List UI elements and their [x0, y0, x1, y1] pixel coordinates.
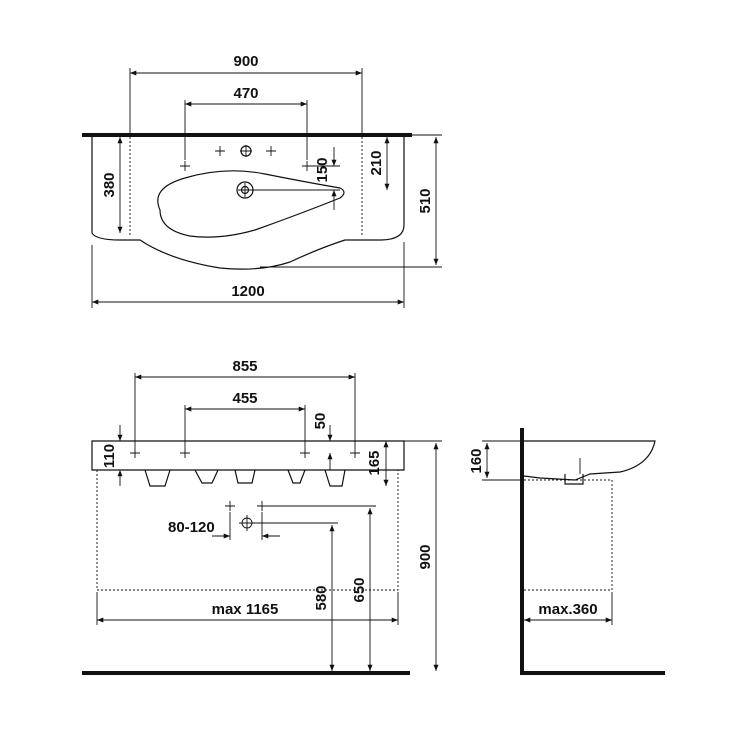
plan-bowl — [157, 170, 345, 238]
front-waste-marks — [225, 501, 267, 531]
side-dim-160-label: 160 — [468, 448, 485, 473]
plan-dim-470-label: 470 — [233, 85, 258, 102]
plan-dim-510-label: 510 — [417, 188, 434, 213]
side-basin-profile — [523, 440, 656, 481]
plan-dim-900-label: 900 — [233, 53, 258, 70]
front-cabinet-outline — [96, 470, 399, 591]
front-dim-165-label: 165 — [366, 450, 383, 475]
plan-dim-210-label: 210 — [368, 150, 385, 175]
front-view: 855 455 50 110 165 80-120 580 650 900 — [82, 358, 442, 675]
front-dim-1165-label: max 1165 — [212, 601, 279, 618]
front-dim-580-label: 580 — [313, 585, 330, 610]
plan-dim-1200-label: 1200 — [231, 283, 264, 300]
front-dim-650-label: 650 — [351, 577, 368, 602]
front-basin-body — [91, 440, 405, 471]
front-fixing-marks — [130, 448, 360, 458]
plan-view: 900 470 380 150 210 510 1200 — [82, 53, 442, 308]
front-dim-80-120-label: 80-120 — [168, 519, 215, 536]
side-waste-outlet — [564, 474, 584, 485]
front-dim-110-label: 110 — [101, 444, 118, 468]
side-dim-360-label: max.360 — [538, 601, 597, 618]
front-dim-855-label: 855 — [232, 358, 257, 375]
plan-dim-380-label: 380 — [101, 172, 118, 197]
front-bowl-underside — [144, 469, 346, 487]
front-dim-900-label: 900 — [417, 544, 434, 569]
side-cabinet-outline — [524, 479, 613, 591]
plan-basin-outline — [91, 137, 405, 270]
side-view: 160 max.360 — [468, 428, 665, 675]
front-dim-455-label: 455 — [232, 390, 257, 407]
front-dim-50-label: 50 — [312, 413, 329, 430]
plan-crosshair-marks — [180, 145, 312, 197]
plan-dim-150-label: 150 — [314, 157, 331, 182]
